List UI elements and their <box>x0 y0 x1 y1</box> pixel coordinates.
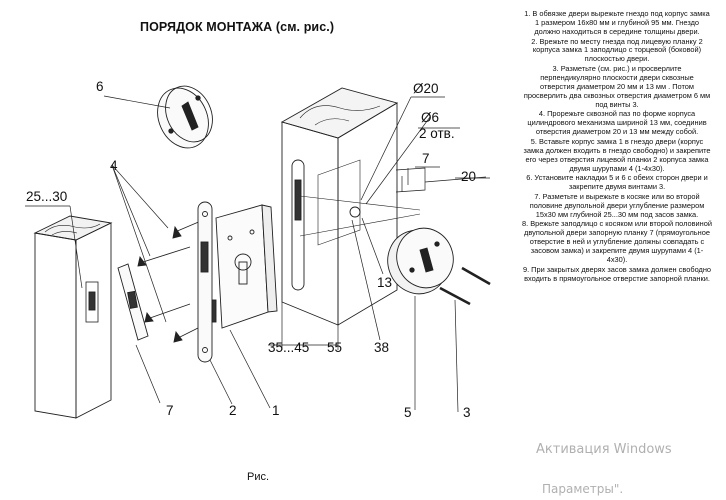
instruction-step: 9. При закрытых дверях засов замка долже… <box>522 264 712 283</box>
instruction-step: 6. Установите накладки 5 и 6 с обеих сто… <box>526 173 708 192</box>
instruction-step: 2. Врежьте по месту гнезда под лицевую п… <box>531 36 703 64</box>
callout-6: 6 <box>96 79 104 94</box>
assembly-drawing <box>25 85 491 419</box>
activation-line-1: Активация Windows <box>536 442 672 457</box>
activation-line-2: Параметры". <box>542 482 624 496</box>
door-jamb-block <box>33 215 113 419</box>
callout-5: 5 <box>404 405 412 420</box>
callout-3: 3 <box>463 405 471 420</box>
callout-13: 13 <box>377 275 393 290</box>
callout-holes: 2 отв. <box>419 126 455 141</box>
page-title: ПОРЯДОК МОНТАЖА (см. рис.) <box>140 20 335 34</box>
rosette-6 <box>157 85 213 149</box>
leader-lines <box>25 95 490 413</box>
front-plate <box>197 201 213 363</box>
instruction-step: 1. В обвязке двери вырежьте гнездо под к… <box>524 9 710 36</box>
callout-20: 20 <box>461 169 477 184</box>
callout-1: 1 <box>272 403 280 418</box>
door-leaf-block <box>280 87 421 326</box>
instruction-step: 7. Разметьте и вырежьте в косяке или во … <box>529 191 705 219</box>
instruction-step: 8. Врежьте заподлицо с косяком или второ… <box>522 219 712 265</box>
callout-7-right: 7 <box>422 151 430 166</box>
callout-d6: Ø6 <box>421 110 440 125</box>
strike-plate-left <box>117 263 149 341</box>
figure-caption: Рис. <box>247 471 270 483</box>
lock-case <box>211 204 278 329</box>
callout-35-45: 35...45 <box>268 340 310 355</box>
instruction-step: 5. Вставьте корпус замка 1 в гнездо двер… <box>523 136 711 173</box>
callout-38: 38 <box>374 340 390 355</box>
callout-2: 2 <box>229 403 237 418</box>
callout-25-30: 25...30 <box>26 189 68 204</box>
callout-55: 55 <box>327 340 343 355</box>
instruction-step: 4. Прорежьте сквозной паз по форме корпу… <box>527 109 707 137</box>
instructions-column: 1. В обвязке двери вырежьте гнездо под к… <box>522 9 712 284</box>
instruction-step: 3. Разметьте (см. рис.) и просверлите пе… <box>523 64 711 109</box>
callout-4: 4 <box>110 158 118 173</box>
callout-7-left: 7 <box>166 403 174 418</box>
callout-d20: Ø20 <box>413 81 439 96</box>
rosette-5 <box>387 227 454 295</box>
screws-3 <box>439 266 491 306</box>
